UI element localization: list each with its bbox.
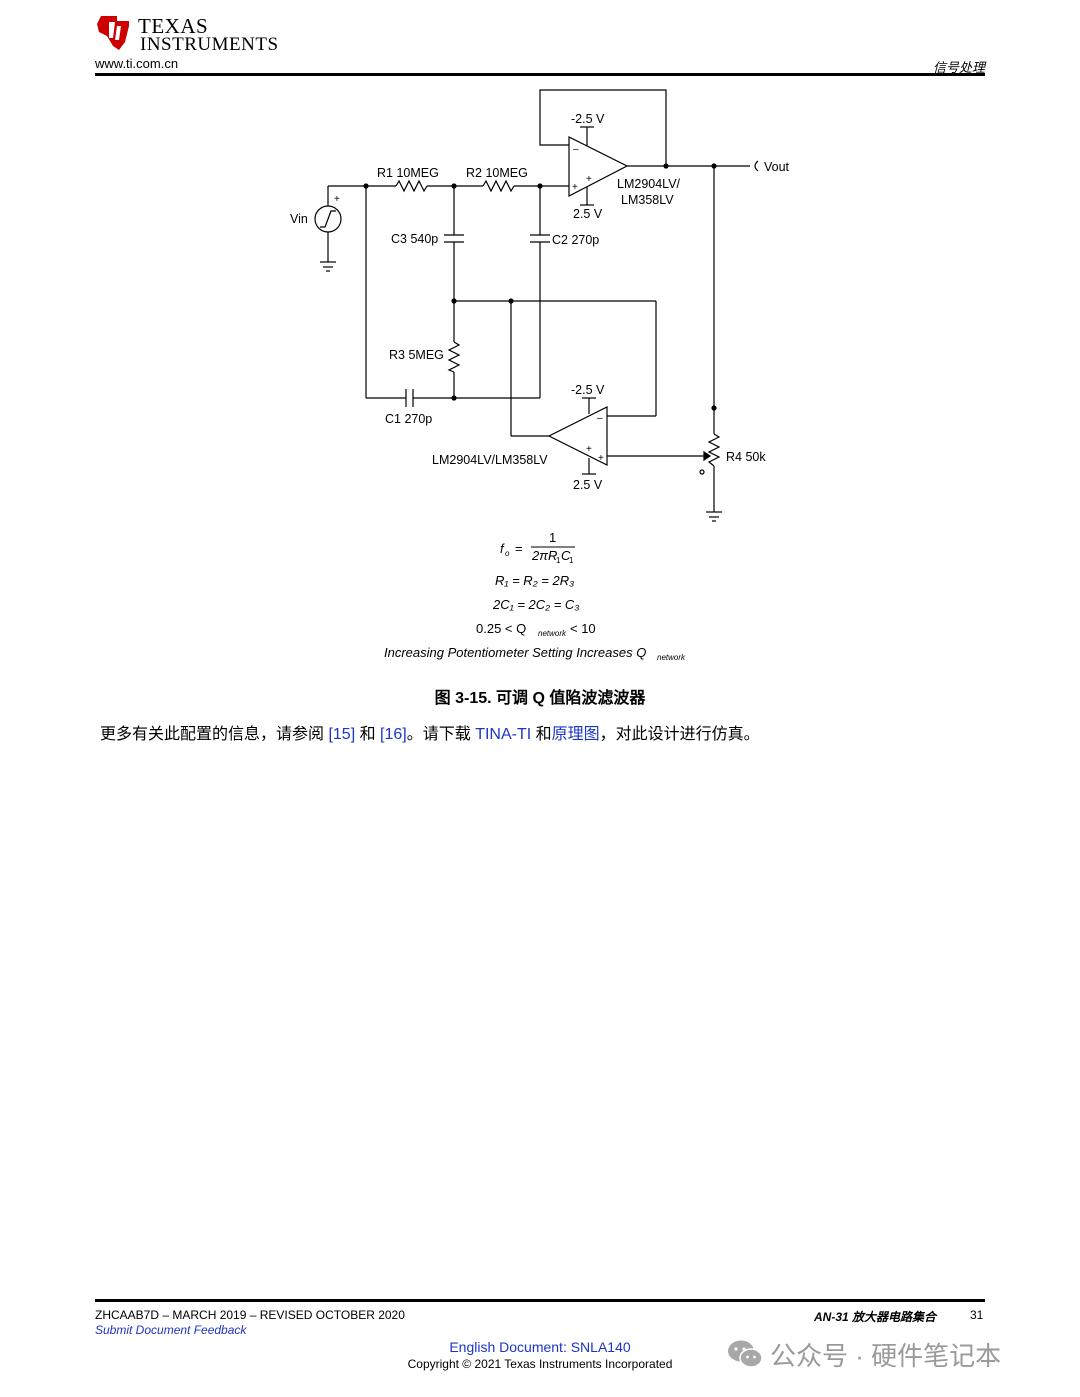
r4-label: R4 50k [726, 450, 766, 464]
eq-fo-numerator: 1 [549, 530, 556, 545]
bottom-opamp-plus: + [586, 444, 592, 455]
vout-label: Vout [764, 160, 790, 174]
top-opamp-minus: – [573, 144, 579, 155]
brand-name-line2: INSTRUMENTS [140, 34, 279, 55]
c1-label: C1 270p [385, 412, 432, 426]
schematic-link[interactable]: 原理图 [551, 726, 600, 743]
c3-label: C3 540p [391, 232, 438, 246]
website-link[interactable]: www.ti.com.cn [95, 56, 179, 71]
para-text-4: 和 [531, 726, 552, 743]
submit-feedback-link[interactable]: Submit Document Feedback [95, 1323, 247, 1337]
bottom-opamp-supply-plus: + [598, 453, 604, 464]
header-rule [95, 73, 985, 76]
english-document-link[interactable]: English Document: SNLA140 [449, 1339, 631, 1355]
opamp-top-label-line1: LM2904LV/ [617, 177, 681, 191]
eq-fo-denominator: 2πR [531, 548, 557, 563]
bottom-neg-supply-label: -2.5 V [571, 383, 605, 397]
opamp-bottom-label: LM2904LV/LM358LV [432, 453, 548, 467]
ref-15-link[interactable]: [15] [328, 726, 356, 743]
eq-q-range-b: < 10 [570, 621, 596, 636]
r1-label: R1 10MEG [377, 166, 439, 180]
eq-capacitor-ratio: 2C₁ = 2C₂ = C₃ [492, 597, 579, 612]
brand-name-line1: TEXAS [138, 14, 209, 38]
doc-revision: ZHCAAB7D – MARCH 2019 – REVISED OCTOBER … [95, 1308, 405, 1322]
eq-fo-den-c: C [561, 548, 571, 563]
watermark-text: 公众号 · 硬件笔记本 [770, 1340, 1002, 1371]
r2-label: R2 10MEG [466, 166, 528, 180]
c2-label: C2 270p [552, 233, 599, 247]
ref-16-link[interactable]: [16] [380, 726, 407, 743]
vin-plus-label: + [334, 194, 340, 205]
bottom-pos-supply-label: 2.5 V [573, 478, 603, 492]
eq-resistor-ratio: R₁ = R₂ = 2R₃ [495, 573, 574, 588]
top-neg-supply-label: -2.5 V [571, 112, 605, 126]
top-opamp-plus: + [572, 182, 578, 193]
para-text-1: 更多有关此配置的信息，请参阅 [100, 726, 329, 743]
tina-ti-link[interactable]: TINA-TI [475, 726, 532, 743]
figure-caption: 图 3-15. 可调 Q 值陷波滤波器 [434, 690, 646, 707]
eq-fo-equals: = [515, 541, 523, 556]
top-opamp-supply-plus: + [586, 174, 592, 185]
eq-fo-den-sub1: 1 [556, 556, 561, 565]
page-number: 31 [970, 1308, 984, 1322]
eq-q-range-sub: network [538, 629, 567, 638]
watermark: 公众号 · 硬件笔记本 [726, 1336, 1001, 1372]
eq-fo-lhs: f [500, 541, 505, 556]
body-paragraph: 更多有关此配置的信息，请参阅 [15] 和 [16]。请下载 TINA-TI 和… [100, 724, 760, 746]
eq-q-range-a: 0.25 < Q [476, 621, 526, 636]
para-text-5: ，对此设计进行仿真。 [599, 726, 760, 743]
para-text-3: 。请下载 [406, 726, 476, 743]
copyright: Copyright © 2021 Texas Instruments Incor… [407, 1357, 673, 1371]
doc-title: AN-31 放大器电路集合 [814, 1310, 937, 1324]
eq-fo-den-sub2: 1 [569, 556, 574, 565]
vin-label: Vin [290, 212, 308, 226]
eq-fo-lhs-sub: o [505, 549, 510, 558]
wechat-icon [728, 1340, 763, 1368]
notch-filter-schematic: Vin + Vout R1 10MEG R2 10MEG C3 540p C2 … [290, 89, 790, 662]
section-title: 信号处理 [932, 61, 985, 76]
eq-note: Increasing Potentiometer Setting Increas… [384, 645, 646, 660]
r3-label: R3 5MEG [389, 348, 444, 362]
bottom-opamp-minus: – [597, 413, 603, 424]
eq-note-sub: network [657, 653, 686, 662]
ti-logo-icon [95, 12, 135, 52]
opamp-top-label-line2: LM358LV [621, 193, 674, 207]
top-pos-supply-label: 2.5 V [573, 207, 603, 221]
footer-rule [95, 1299, 985, 1302]
para-text-2: 和 [355, 726, 381, 743]
